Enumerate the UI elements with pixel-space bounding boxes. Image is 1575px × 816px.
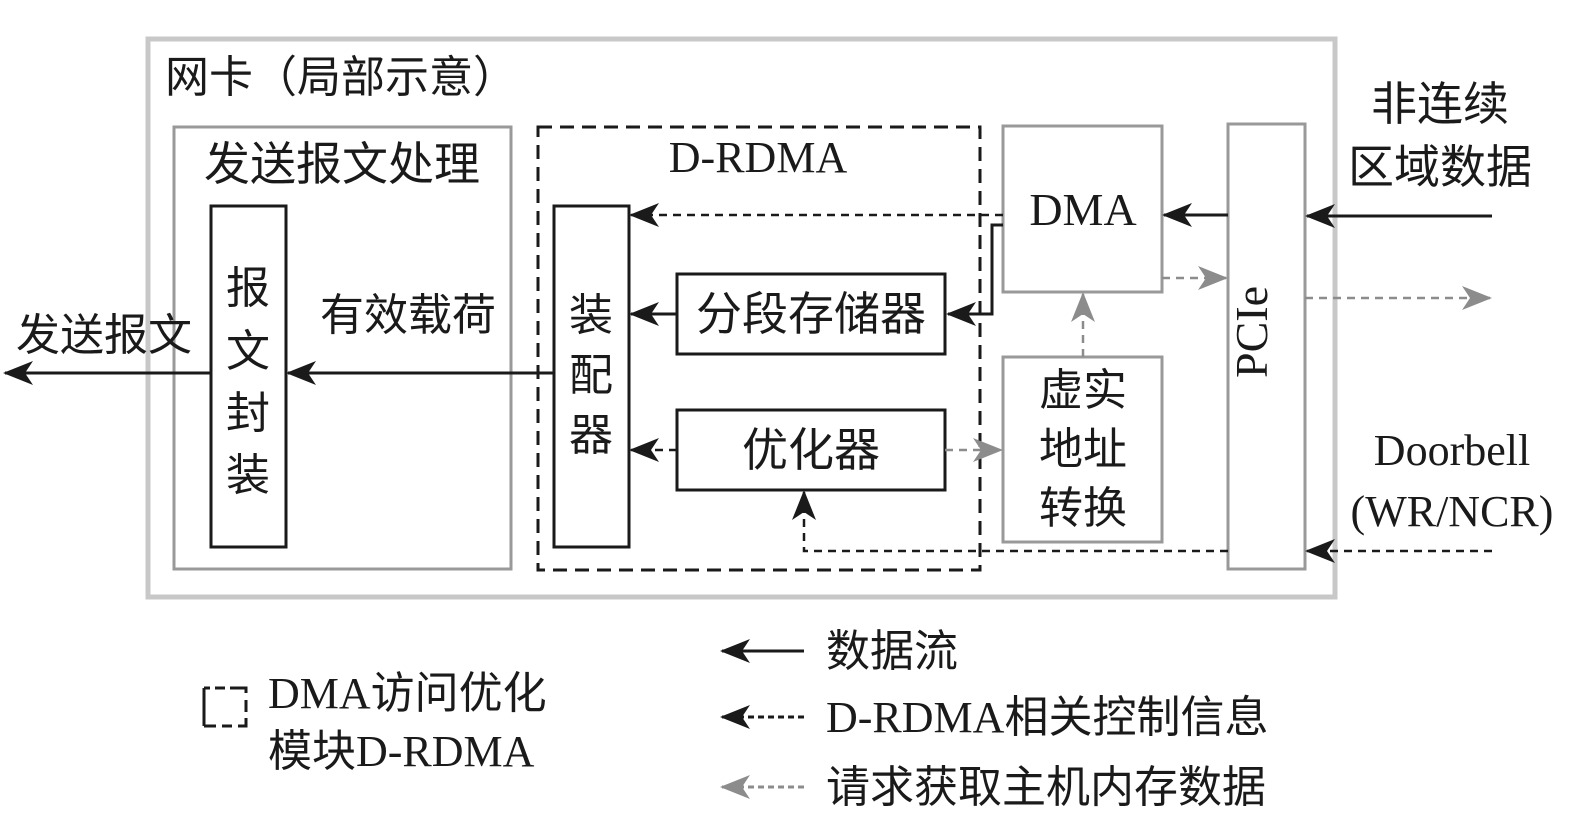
assembler-box: [552, 204, 631, 549]
pcie-box: [1226, 122, 1307, 571]
address-translation-line-1: 地址: [1039, 425, 1127, 474]
payload-label: 有效载荷: [320, 291, 496, 340]
send-processing-title: 发送报文处理: [204, 139, 480, 190]
legend-module-line-1: 模块D-RDMA: [268, 727, 535, 776]
doorbell-line-1: (WR/NCR): [1351, 487, 1554, 536]
legend: DMA访问优化 模块D-RDMA 数据流 D-RDMA相关控制信息 请求获取主机…: [202, 627, 1268, 812]
d-rdma-title: D-RDMA: [669, 133, 848, 182]
nic-title: 网卡（局部示意）: [165, 53, 517, 102]
address-translation-line-2: 转换: [1039, 484, 1127, 533]
optimizer-label: 优化器: [742, 425, 880, 476]
encap-char-0: 报: [226, 264, 270, 313]
arrow-pcie-to-optimizer: [792, 490, 1228, 553]
assembler-char-1: 配: [569, 351, 613, 400]
nic-frame: [145, 36, 1338, 600]
legend-module-line-0: DMA访问优化: [268, 669, 547, 718]
encap-char-2: 封: [226, 389, 270, 438]
legend-item-2-label: 请求获取主机内存数据: [826, 763, 1266, 812]
d-rdma-module: [536, 125, 982, 572]
dma-label: DMA: [1029, 184, 1136, 235]
noncontiguous-data-line-0: 非连续: [1371, 79, 1509, 130]
assembler-char-2: 器: [569, 411, 613, 460]
legend-item-1-label: D-RDMA相关控制信息: [826, 693, 1268, 742]
send-packet-label: 发送报文: [16, 311, 192, 360]
send-processing-box: [172, 125, 513, 571]
pcie-label: PCIe: [1226, 286, 1277, 378]
assembler-char-0: 装: [569, 291, 613, 340]
arrow-dma-to-segment-memory: [946, 223, 1003, 326]
encap-char-1: 文: [226, 327, 270, 376]
legend-dashed-box-icon: [202, 686, 248, 728]
doorbell-line-0: Doorbell: [1374, 426, 1530, 475]
address-translation-line-0: 虚实: [1039, 366, 1127, 415]
segment-memory-label: 分段存储器: [696, 289, 926, 340]
noncontiguous-data-line-1: 区域数据: [1348, 142, 1532, 193]
legend-item-0-label: 数据流: [826, 627, 958, 676]
encap-char-3: 装: [226, 451, 270, 500]
